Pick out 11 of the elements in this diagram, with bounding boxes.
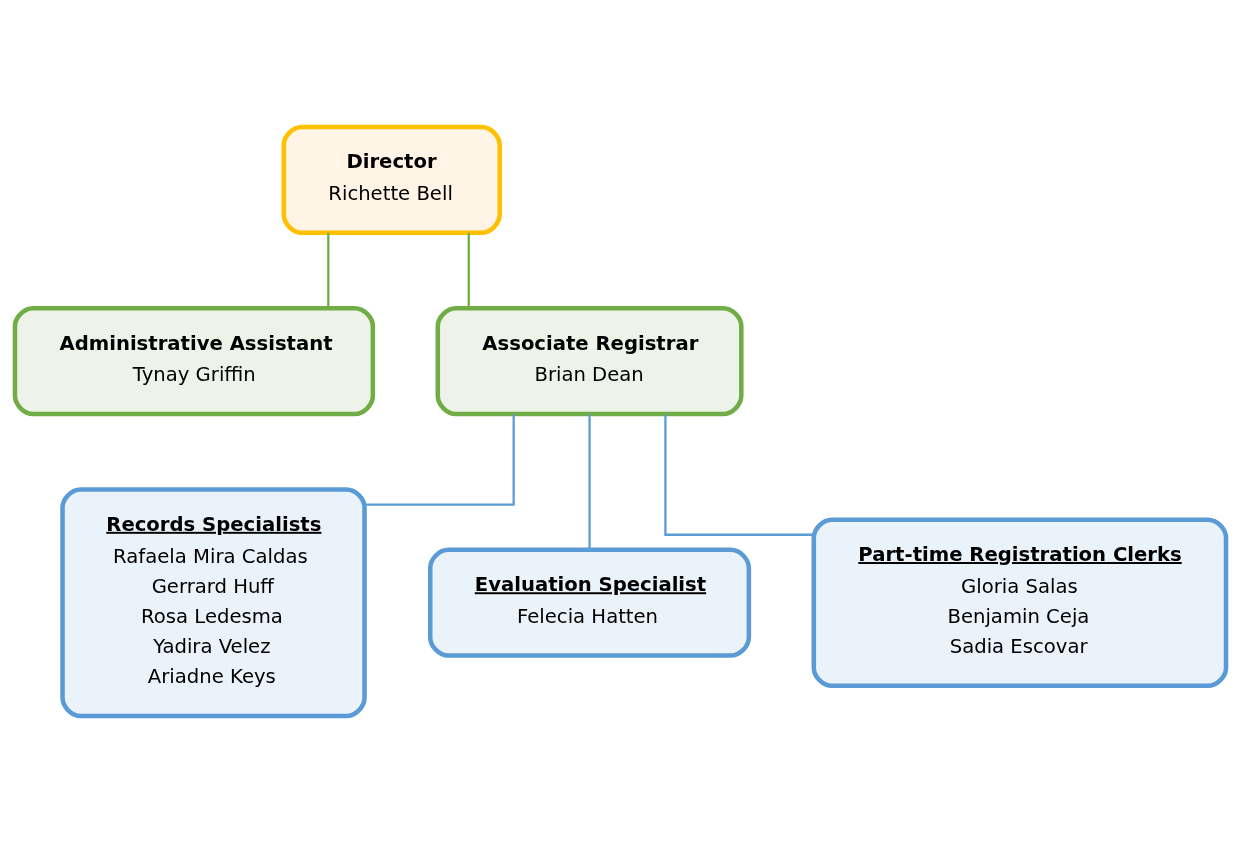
connector (364, 413, 515, 506)
node-box: Part-time Registration Clerks Gloria Salas Benjamin Ceja Sadia Escovar (811, 516, 1229, 688)
node-box: Evaluation Specialist Felecia Hatten (427, 547, 752, 658)
connector (664, 413, 814, 536)
node-box: Director Richette Bell (281, 124, 502, 235)
connector (588, 413, 591, 550)
connector (327, 232, 330, 308)
connector (467, 232, 470, 308)
node-box: Records Specialists Rafaela Mira Caldas Gerrard Huff Rosa Ledesma Yadira Velez Ariadne Keys (60, 486, 367, 718)
node-box: Associate Registrar Brian Dean (435, 305, 744, 416)
node-box: Administrative Assistant Tynay Griffin (12, 305, 376, 416)
